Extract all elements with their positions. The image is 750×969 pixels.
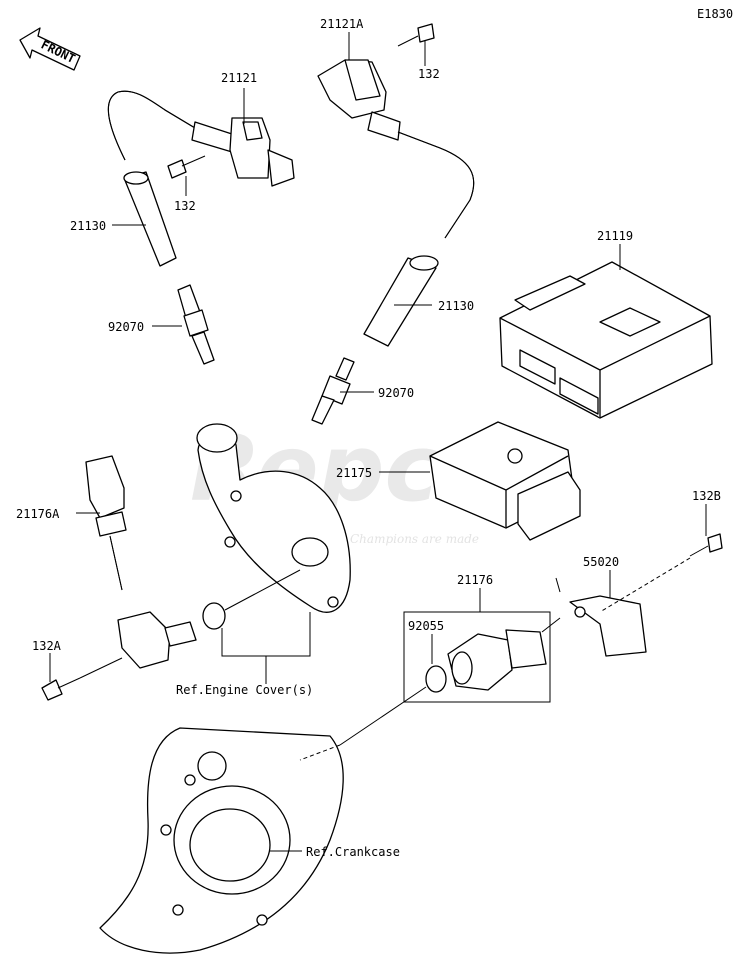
plug-cap-left bbox=[123, 171, 177, 267]
sensor-21176 bbox=[447, 629, 547, 691]
front-arrow-icon: FRONT bbox=[19, 27, 81, 71]
label-92070-left: 92070 bbox=[108, 320, 144, 334]
label-ref-crankcase: Ref.Crankcase bbox=[306, 845, 400, 859]
label-21121a: 21121A bbox=[320, 17, 364, 31]
label-21130-left: 21130 bbox=[70, 219, 106, 233]
ignition-coil-right bbox=[317, 59, 475, 239]
label-ref-engine-cover: Ref.Engine Cover(s) bbox=[176, 683, 313, 697]
ecu-unit bbox=[499, 261, 713, 419]
label-21176: 21176 bbox=[457, 573, 493, 587]
bolt-132-left bbox=[167, 155, 206, 179]
leader-lines bbox=[49, 32, 707, 852]
regulator-unit bbox=[429, 421, 581, 541]
bolt-132a bbox=[41, 677, 81, 701]
bracket-55020 bbox=[569, 595, 647, 657]
engine-cover bbox=[196, 423, 351, 613]
label-21121: 21121 bbox=[221, 71, 257, 85]
ignition-coil-left bbox=[107, 90, 295, 187]
diagram-code: E1830 bbox=[697, 7, 733, 21]
sensor-21176a bbox=[85, 455, 197, 669]
o-ring-engine-cover bbox=[202, 602, 226, 630]
spark-plug-left bbox=[177, 284, 215, 365]
label-92055: 92055 bbox=[408, 619, 444, 633]
label-55020: 55020 bbox=[583, 555, 619, 569]
label-92070-right: 92070 bbox=[378, 386, 414, 400]
bolt-132b bbox=[689, 533, 723, 557]
spark-plug-right bbox=[311, 357, 355, 425]
label-132a: 132A bbox=[32, 639, 62, 653]
label-132-left: 132 bbox=[174, 199, 196, 213]
label-132b: 132B bbox=[692, 489, 721, 503]
label-21175: 21175 bbox=[336, 466, 372, 480]
label-21119: 21119 bbox=[597, 229, 633, 243]
crankcase bbox=[99, 727, 344, 954]
label-21130-right: 21130 bbox=[438, 299, 474, 313]
label-21176a: 21176A bbox=[16, 507, 60, 521]
label-132-right: 132 bbox=[418, 67, 440, 81]
bolt-132-right bbox=[397, 23, 435, 47]
plug-cap-right bbox=[363, 255, 439, 347]
o-ring-92055 bbox=[425, 665, 447, 693]
watermark-slogan: Champions are made bbox=[350, 532, 479, 546]
